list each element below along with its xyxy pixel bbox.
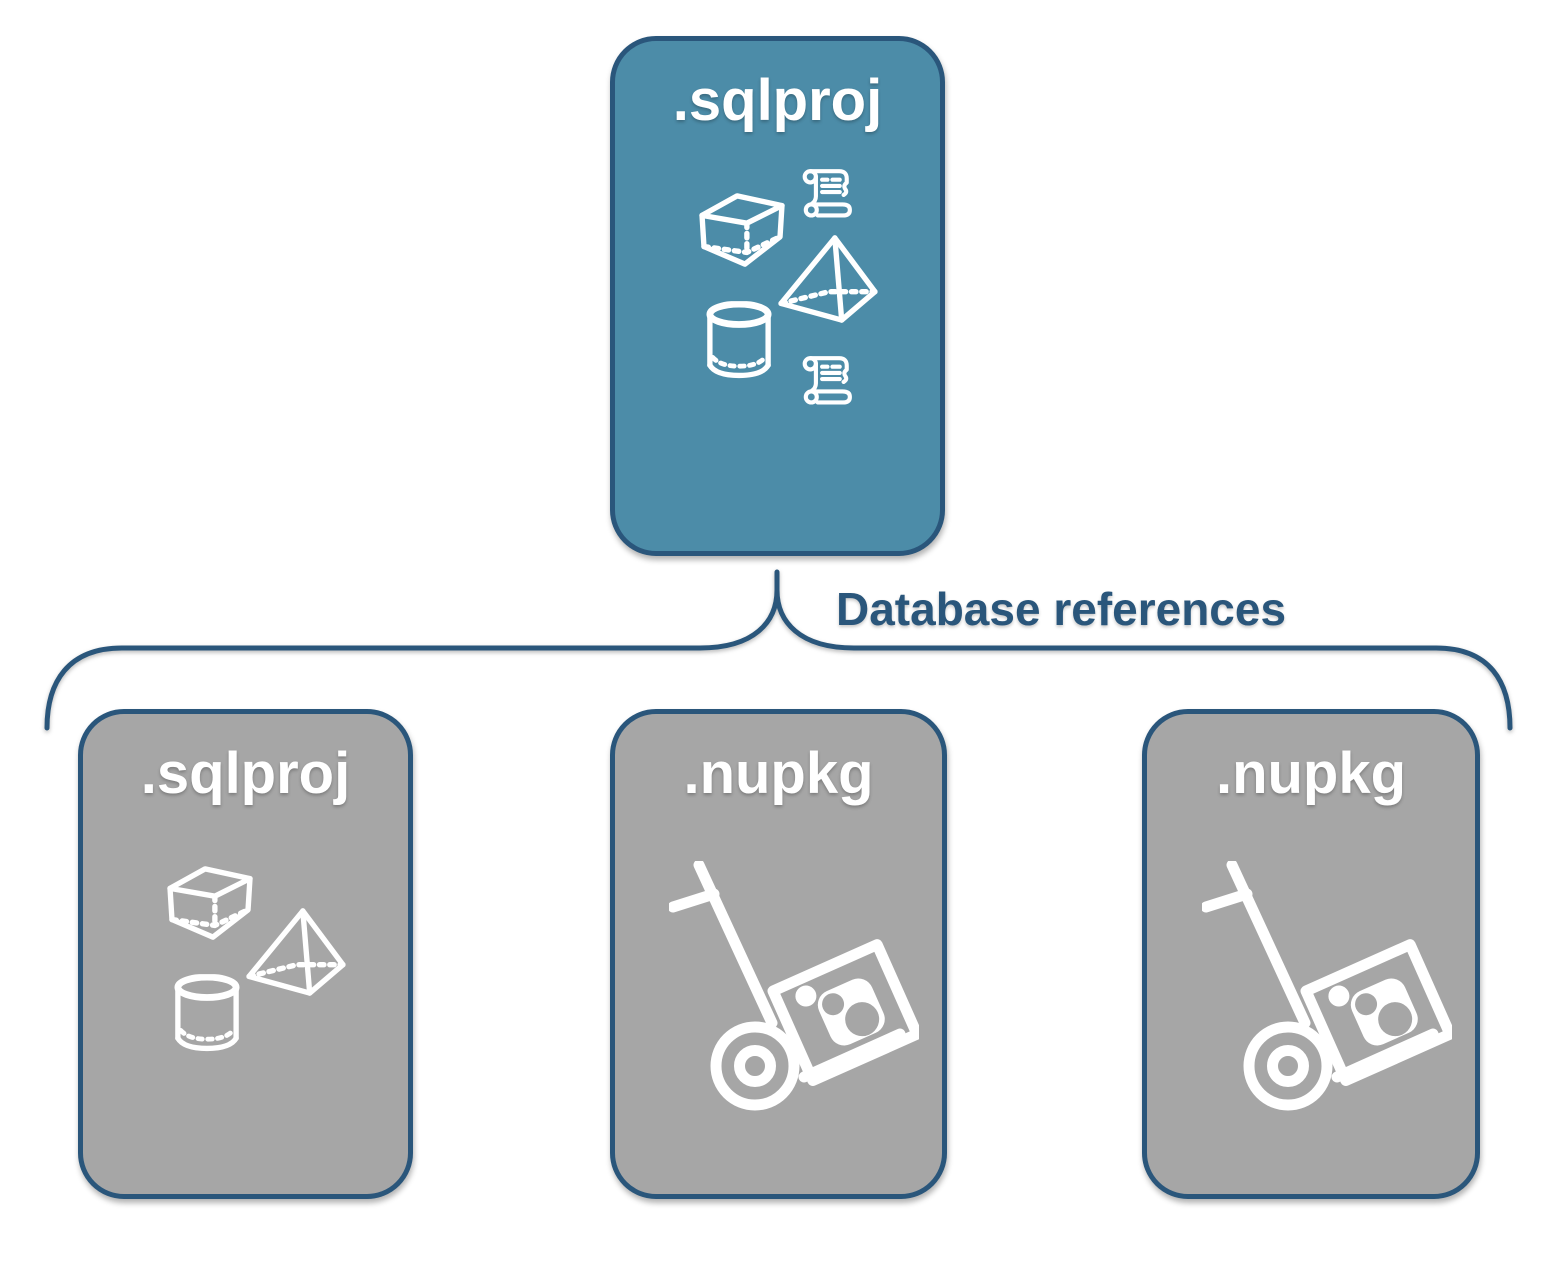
node-child-nupkg: .nupkg — [610, 709, 947, 1199]
database-cylinder-icon — [706, 301, 772, 379]
node-child-label: .sqlproj — [140, 741, 351, 806]
pyramid-icon — [778, 235, 878, 323]
nuget-package-handtruck-icon — [669, 861, 919, 1111]
node-child-label: .nupkg — [683, 741, 874, 806]
sql-script-scroll-icon — [800, 165, 854, 220]
connector-label: Database references — [836, 583, 1287, 635]
sql-script-scroll-icon — [800, 352, 854, 407]
node-child-nupkg: .nupkg — [1142, 709, 1480, 1199]
cube-icon — [165, 864, 255, 942]
pyramid-icon — [246, 908, 346, 996]
node-parent-label: .sqlproj — [672, 68, 883, 133]
nuget-package-handtruck-icon — [1202, 861, 1452, 1111]
brace-connector — [44, 569, 1513, 731]
database-cylinder-icon — [174, 974, 240, 1052]
node-child-label: .nupkg — [1215, 741, 1407, 806]
cube-icon — [697, 191, 787, 269]
node-parent-sqlproj: .sqlproj — [610, 36, 945, 556]
brace-connector-path — [44, 569, 1513, 731]
node-child-sqlproj: .sqlproj — [78, 709, 413, 1199]
